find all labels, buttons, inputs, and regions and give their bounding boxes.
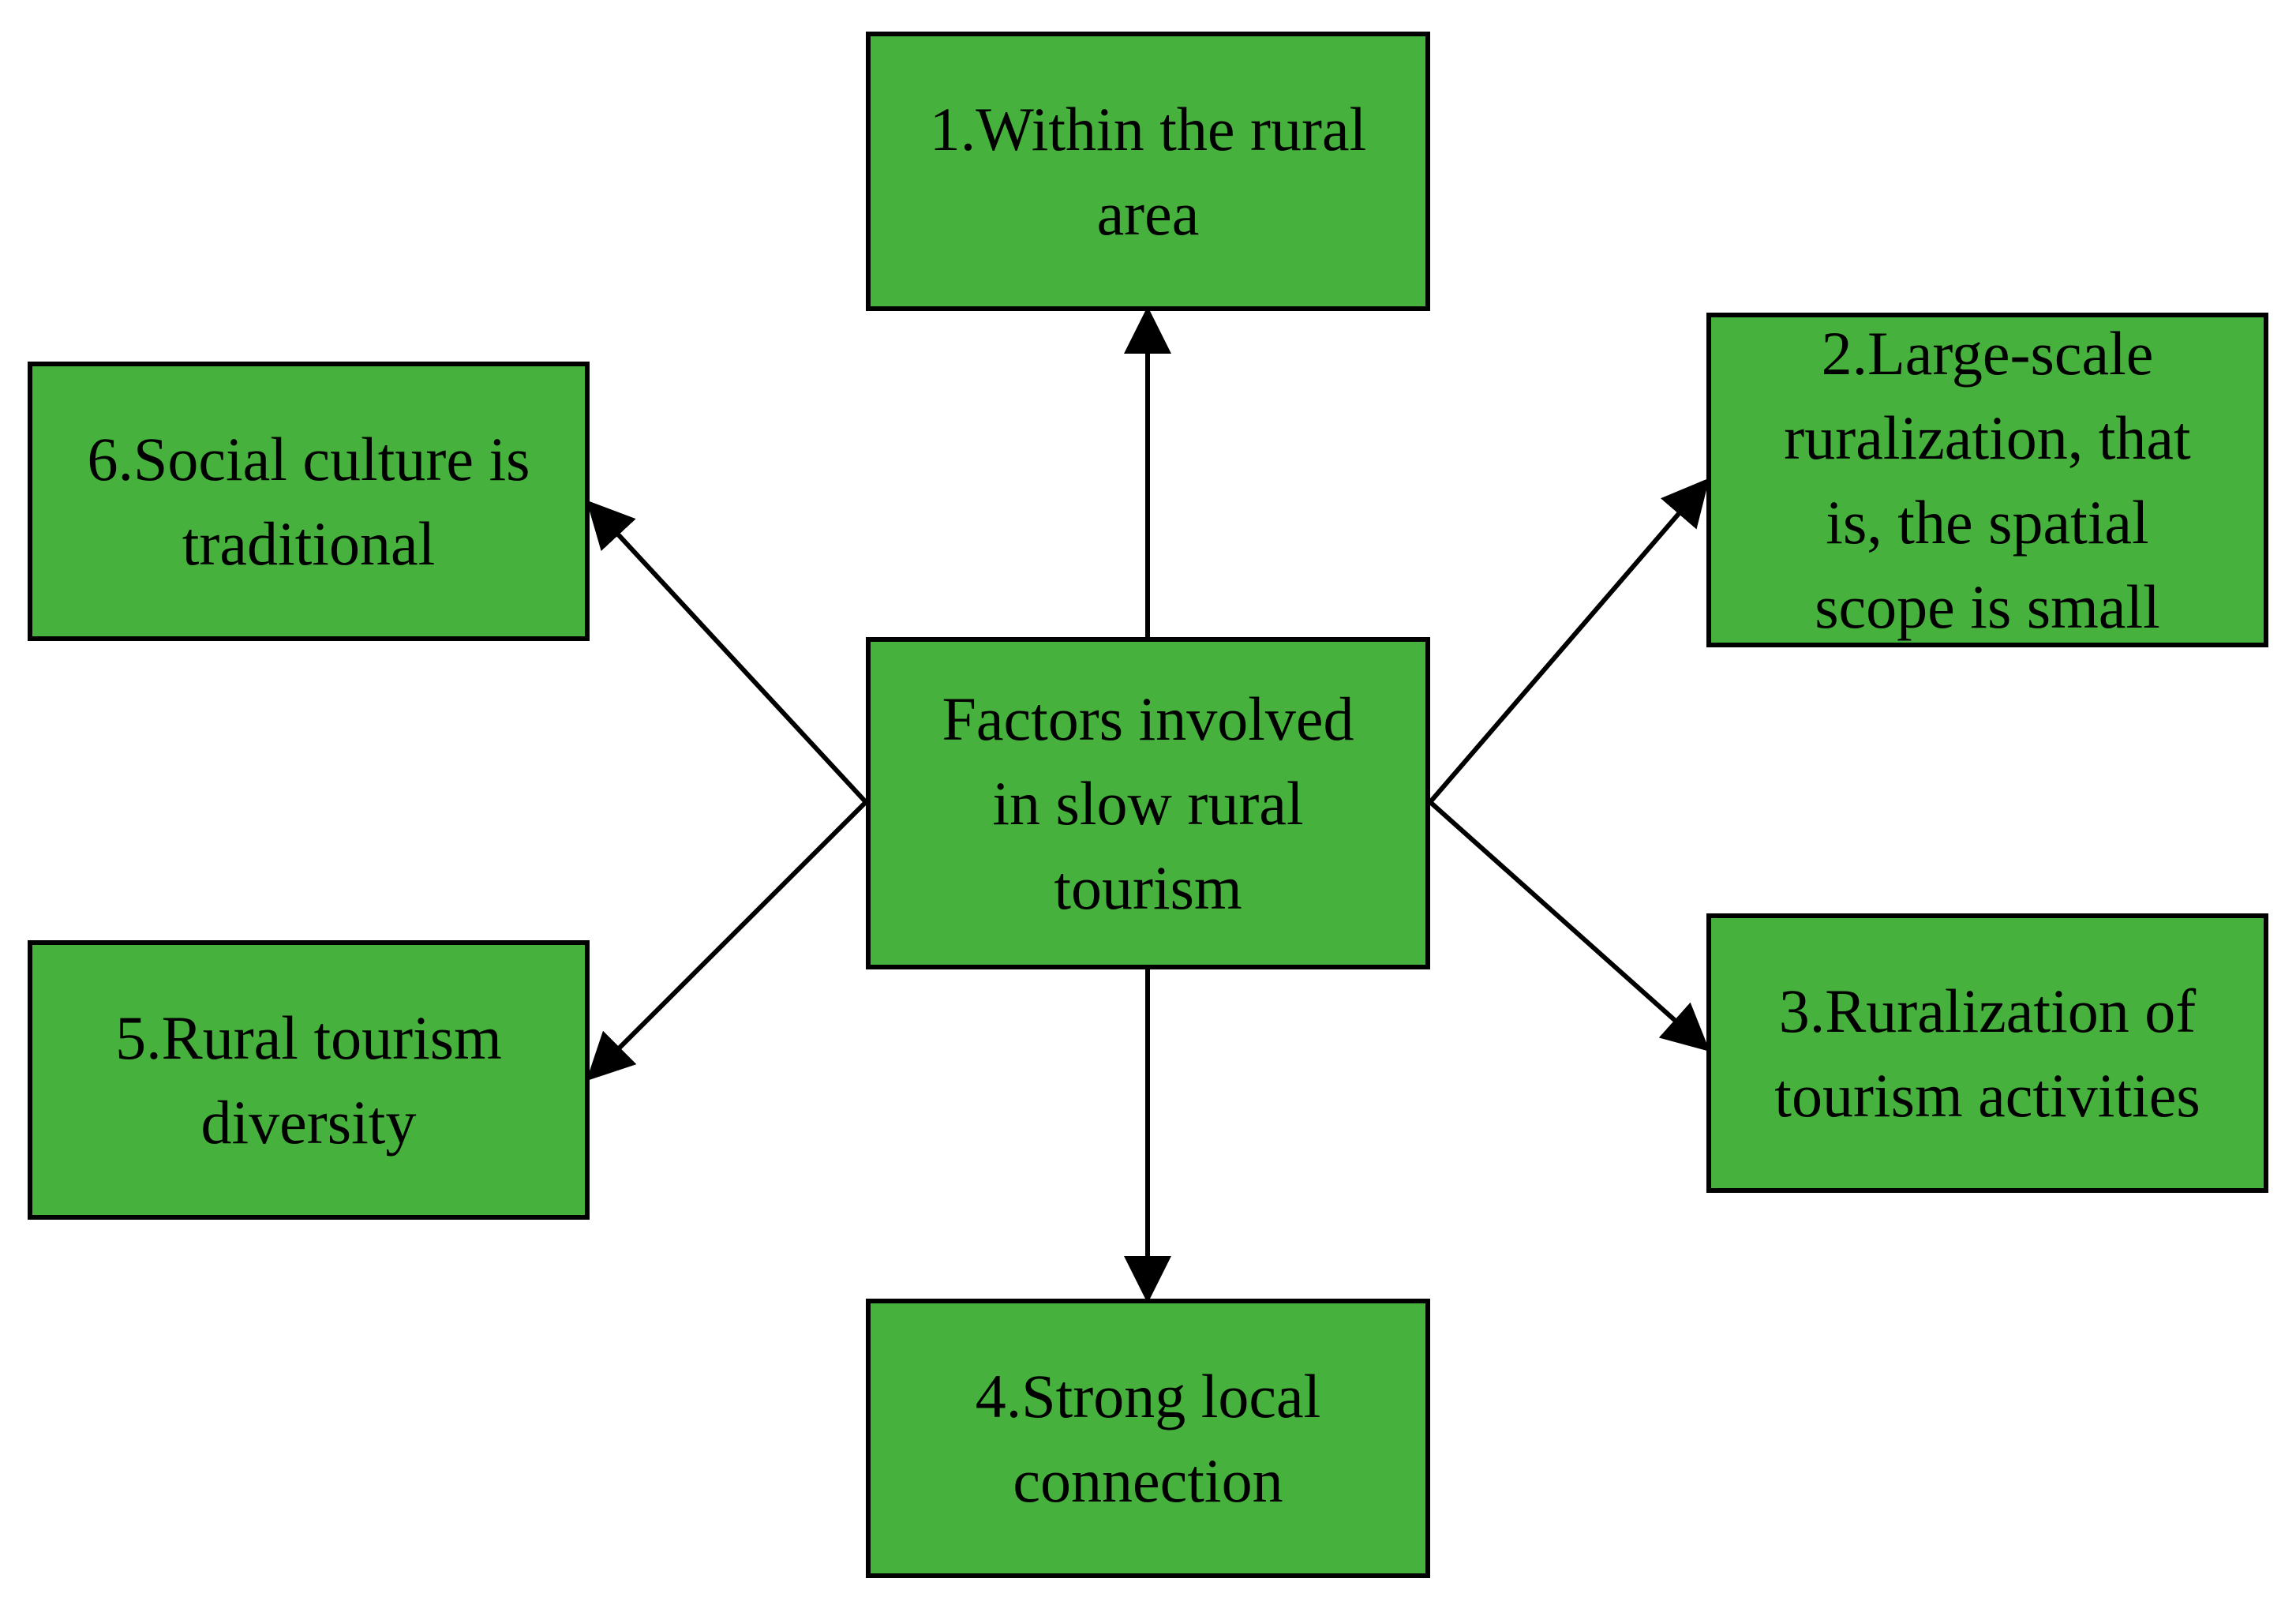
factor-line: connection (1013, 1446, 1283, 1515)
factor-line: ruralization, that (1784, 403, 2191, 472)
factor-6-box: 6.Social culture is traditional (28, 362, 590, 641)
factor-4-box: 4.Strong local connection (866, 1299, 1430, 1578)
factor-line: 3.Ruralization of (1778, 977, 2197, 1045)
arrow-to-factor-3 (1429, 800, 1710, 1052)
center-text: Factors involved in slow rural tourism (942, 677, 1354, 930)
arrow-to-factor-6 (586, 500, 868, 804)
factor-2-text: 2.Large-scale ruralization, that is, the… (1784, 311, 2190, 649)
arrow-to-factor-2 (1428, 478, 1710, 804)
factor-line: traditional (182, 509, 436, 578)
factor-line: tourism activities (1774, 1061, 2200, 1130)
factor-2-box: 2.Large-scale ruralization, that is, the… (1706, 313, 2268, 647)
center-line: in slow rural (992, 769, 1304, 838)
factor-line: area (1096, 179, 1200, 248)
factor-line: 5.Rural tourism (115, 1003, 502, 1072)
factor-line: 4.Strong local (975, 1362, 1321, 1430)
factor-1-box: 1.Within the rural area (866, 32, 1430, 311)
factor-line: diversity (200, 1088, 417, 1157)
factor-4-text: 4.Strong local connection (976, 1354, 1321, 1523)
factor-1-text: 1.Within the rural area (930, 87, 1367, 256)
center-box: Factors involved in slow rural tourism (866, 637, 1430, 969)
factor-5-box: 5.Rural tourism diversity (28, 940, 590, 1220)
center-line: Factors involved (942, 684, 1354, 753)
factor-line: 6.Social culture is (87, 425, 530, 493)
factor-6-text: 6.Social culture is traditional (87, 417, 530, 586)
factor-5-text: 5.Rural tourism diversity (115, 995, 502, 1164)
factor-line: 1.Within the rural (929, 95, 1367, 163)
factor-line: is, the spatial (1826, 488, 2149, 557)
factor-line: 2.Large-scale (1821, 319, 2154, 388)
arrow-to-factor-5 (586, 800, 868, 1082)
factor-3-text: 3.Ruralization of tourism activities (1774, 969, 2200, 1138)
factor-3-box: 3.Ruralization of tourism activities (1706, 913, 2268, 1193)
center-line: tourism (1054, 853, 1242, 922)
factor-line: scope is small (1815, 572, 2160, 641)
